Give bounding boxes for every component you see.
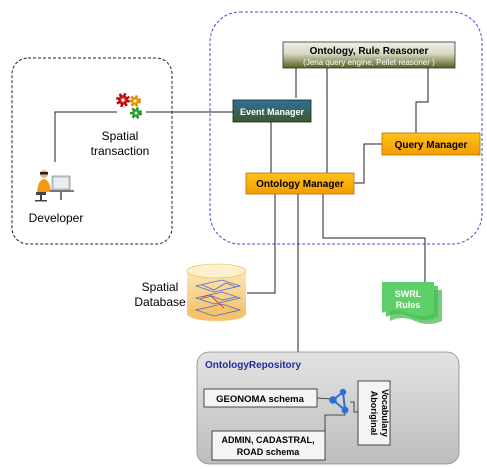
reasoner-title: Ontology, Rule Reasoner bbox=[310, 46, 429, 57]
spatial-database-line1: Spatial bbox=[142, 280, 179, 294]
vocab-line2: Vocabulary bbox=[380, 389, 390, 437]
reasoner-subtitle: (Jena query engine, Pellet reasoner ) bbox=[303, 58, 435, 67]
swrl-line1: SWRL bbox=[395, 289, 422, 299]
query-manager-label: Query Manager bbox=[395, 140, 468, 151]
line-ontology-database bbox=[247, 193, 276, 294]
swrl-rules-stack[interactable]: SWRL Rules bbox=[382, 282, 442, 324]
geonoma-label: GEONOMA schema bbox=[216, 394, 305, 405]
spatial-database-line2: Database bbox=[134, 295, 186, 309]
developer-label: Developer bbox=[29, 211, 84, 225]
swrl-line2: Rules bbox=[396, 300, 421, 310]
gears-icon bbox=[116, 93, 142, 119]
connector-lines bbox=[54, 66, 429, 352]
reasoner-box[interactable]: Ontology, Rule Reasoner (Jena query engi… bbox=[282, 41, 456, 69]
ontology-repository-box[interactable]: OntologyRepository GEONOMA schema ADMIN,… bbox=[196, 351, 460, 465]
line-ontology-swrl bbox=[322, 193, 426, 283]
database-icon bbox=[186, 263, 247, 321]
admin-schema-box[interactable]: ADMIN, CADASTRAL, ROAD schema bbox=[211, 430, 326, 461]
line-reasoner-query bbox=[415, 66, 429, 133]
line-ontology-query bbox=[354, 143, 382, 184]
query-manager-box[interactable]: Query Manager bbox=[381, 132, 481, 156]
geonoma-schema-box[interactable]: GEONOMA schema bbox=[203, 388, 318, 408]
repository-title: OntologyRepository bbox=[205, 360, 302, 371]
admin-line2: ROAD schema bbox=[237, 447, 301, 457]
developer-icon bbox=[35, 170, 74, 202]
admin-line1: ADMIN, CADASTRAL, bbox=[222, 435, 315, 445]
line-developer-gears bbox=[54, 111, 117, 162]
ontology-manager-label: Ontology Manager bbox=[256, 179, 344, 190]
vocab-line1: Aboriginal bbox=[369, 391, 379, 436]
event-manager-box[interactable]: Event Manager bbox=[232, 99, 312, 123]
network-node-icon bbox=[329, 388, 349, 414]
spatial-transaction-line1: Spatial bbox=[102, 129, 139, 143]
developer-zone-border bbox=[11, 57, 173, 245]
spatial-transaction-line2: transaction bbox=[91, 144, 150, 158]
ontology-manager-box[interactable]: Ontology Manager bbox=[245, 172, 355, 195]
server-zone-border bbox=[209, 11, 483, 245]
event-manager-label: Event Manager bbox=[240, 107, 305, 117]
aboriginal-vocabulary-box[interactable]: Aboriginal Vocabulary bbox=[357, 380, 391, 446]
